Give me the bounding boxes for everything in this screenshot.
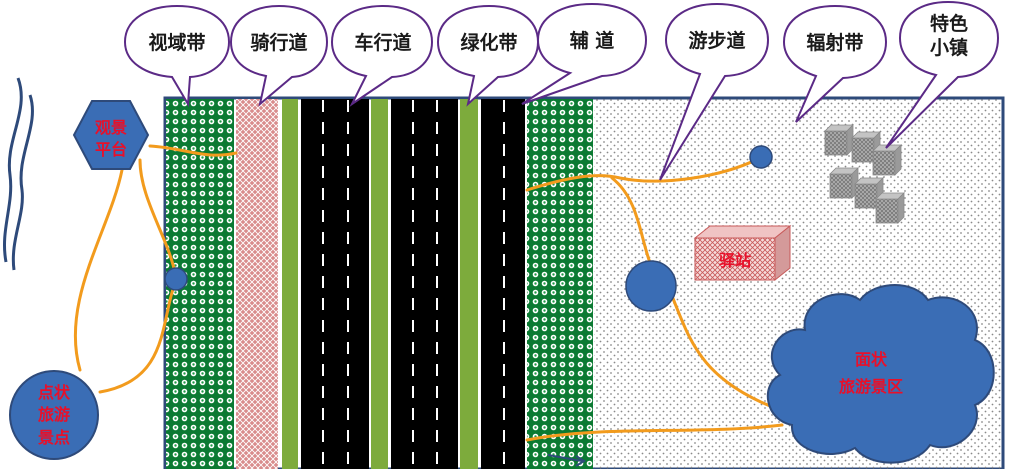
medium-node — [625, 260, 677, 312]
bike-lane-band — [236, 99, 278, 469]
small-node — [749, 145, 773, 169]
callout-carriageway-label: 车行道 — [354, 31, 411, 54]
point-spot-label: 点状 — [38, 383, 71, 402]
arrow-mark — [547, 454, 586, 467]
callout-green-belt-label: 绿化带 — [460, 31, 517, 54]
green-strip — [460, 99, 478, 469]
callout-footpath: 游步道 — [659, 2, 770, 181]
callout-sight-belt: 视域带 — [123, 4, 231, 108]
callout-radiation-belt: 辐射带 — [782, 4, 888, 123]
callout-sight-belt-label: 视域带 — [148, 31, 205, 54]
callout-service-road-label: 辅 道 — [570, 29, 615, 52]
callout-town-label: 特色 — [930, 12, 968, 35]
callout-bike-lane: 骑行道 — [229, 4, 329, 107]
area-zone-label: 面状 — [855, 350, 888, 369]
green-band-right — [527, 99, 593, 469]
point-spot-label: 旅游 — [38, 405, 70, 424]
area-zone-node: 面状 旅游景区 — [766, 284, 995, 464]
road-band — [301, 99, 369, 469]
station-label: 驿站 — [719, 251, 751, 270]
viewing-platform-node: 观景 平台 — [72, 100, 150, 170]
point-spot-label: 景点 — [38, 428, 70, 447]
callout-carriageway: 车行道 — [330, 4, 434, 107]
viewing-platform-label: 观景 — [95, 118, 127, 137]
road-band — [391, 99, 458, 469]
footpath-network — [73, 144, 784, 442]
callout-bike-lane-label: 骑行道 — [250, 31, 307, 54]
green-strip — [282, 99, 298, 469]
viewing-platform-label: 平台 — [95, 140, 127, 159]
callout-footpath-label: 游步道 — [688, 29, 745, 52]
callout-service-road: 辅 道 — [521, 2, 648, 105]
lane-markings — [322, 100, 505, 469]
callout-town: 特色 小镇 — [885, 0, 1000, 149]
river-line — [2, 77, 23, 263]
callout-green-belt: 绿化带 — [436, 4, 540, 107]
small-node — [164, 267, 188, 291]
point-spot-node: 点状 旅游 景点 — [9, 370, 99, 460]
town-buildings — [824, 124, 905, 224]
station-block: 驿站 — [693, 224, 792, 282]
callout-radiation-belt-label: 辐射带 — [806, 31, 863, 54]
callout-town-label: 小镇 — [930, 36, 968, 59]
green-strip — [371, 99, 388, 469]
area-zone-label: 旅游景区 — [839, 377, 903, 396]
river-line — [11, 94, 34, 271]
